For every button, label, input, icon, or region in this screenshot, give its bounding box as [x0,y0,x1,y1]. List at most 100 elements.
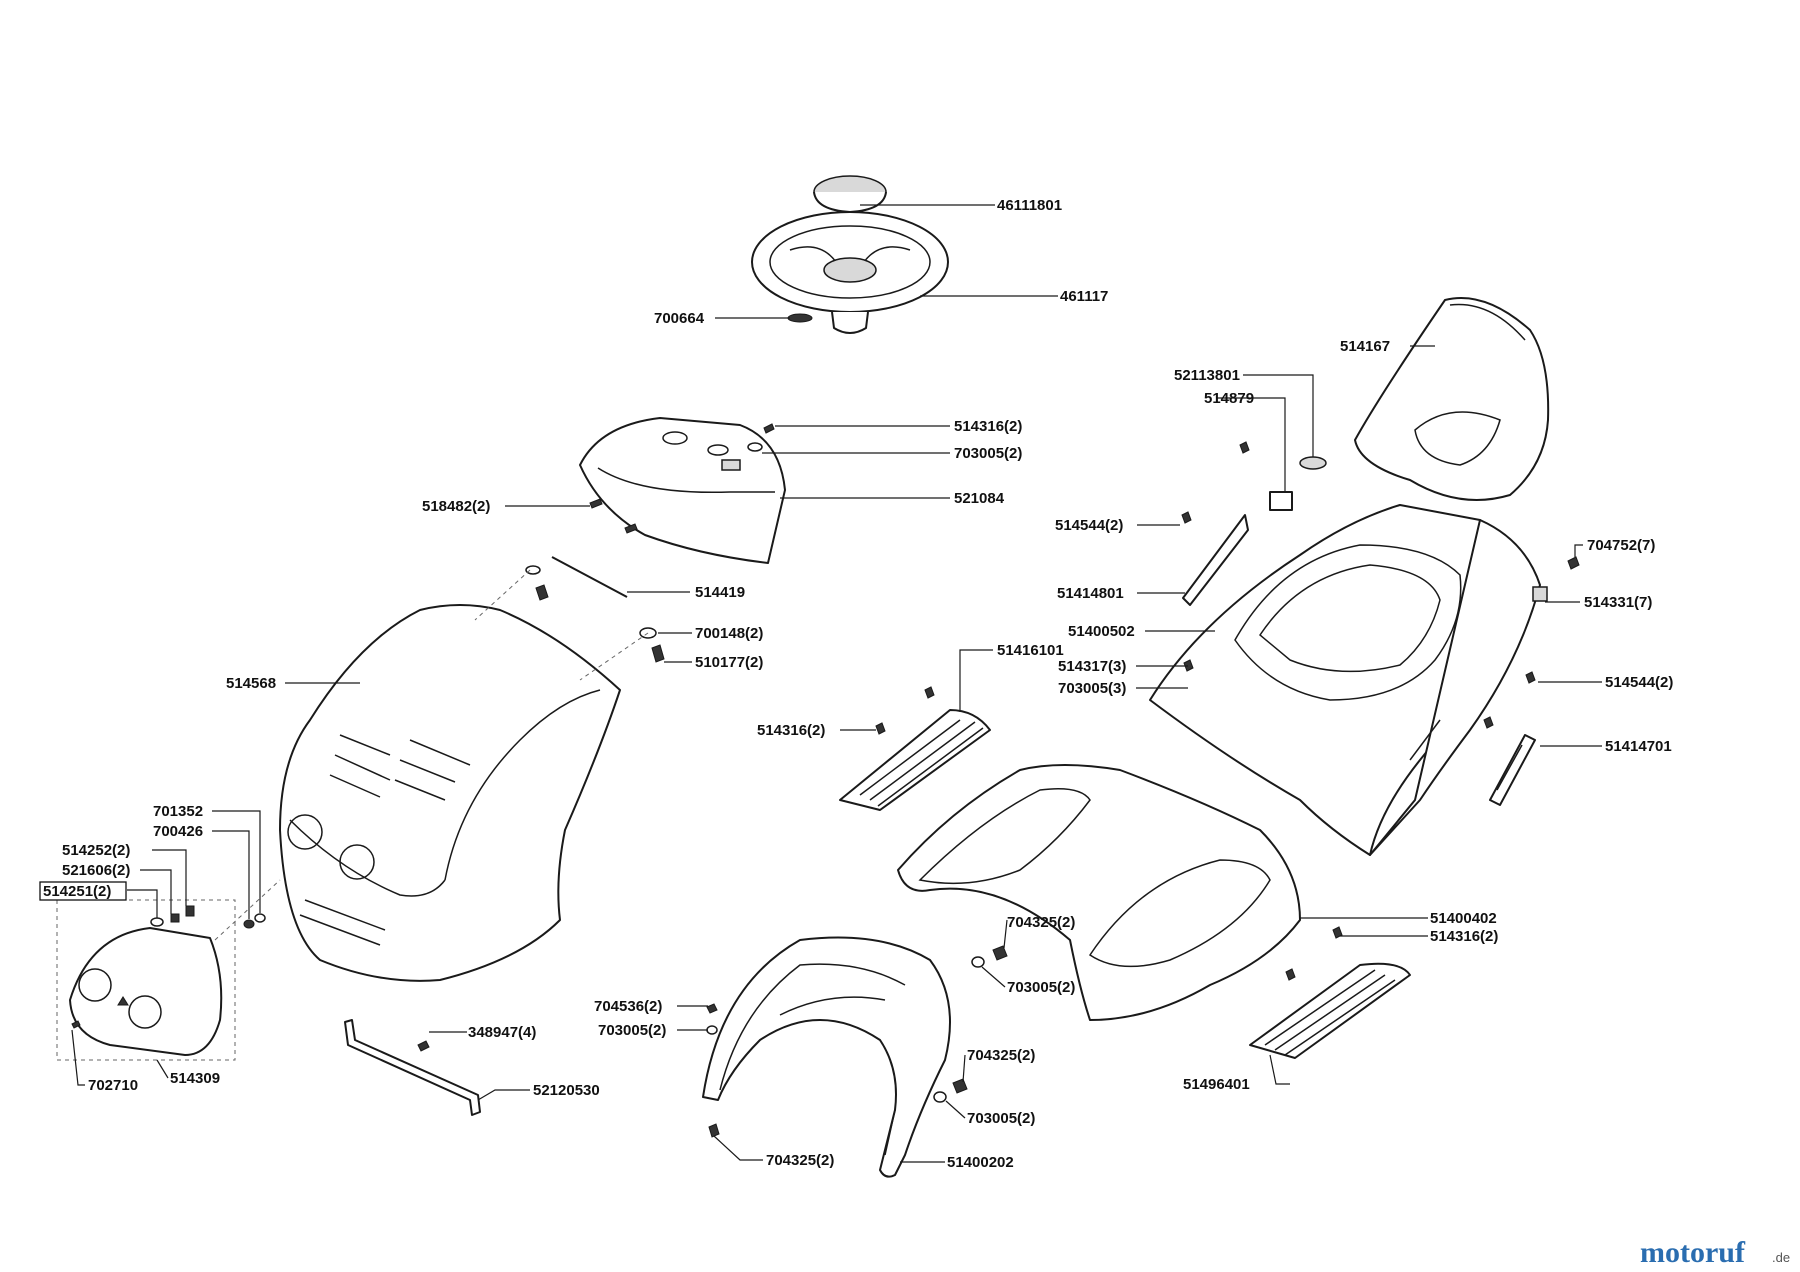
washer-703005-e [933,1091,947,1103]
seat [1354,297,1550,501]
trim-51414801 [1182,514,1249,606]
screw-514316-top [763,423,775,434]
trim-51414701 [1489,734,1536,806]
screw-702710 [71,1020,81,1029]
screw-704752 [1567,556,1580,570]
label-51400202: 51400202 [947,1154,1014,1171]
label-514316-right: 514316(2) [1430,928,1498,945]
label-704325-c: 704325(2) [766,1152,834,1169]
socket-521606 [170,913,180,923]
label-703005-c: 703005(2) [1007,979,1075,996]
label-703005-mid: 703005(3) [1058,680,1126,697]
bolt-704325-b [952,1078,968,1094]
label-514419: 514419 [695,584,745,601]
label-700664: 700664 [654,310,705,327]
lens-52113801 [1299,456,1327,470]
label-461117: 461117 [1060,288,1108,305]
label-52113801: 52113801 [1174,367,1240,384]
screw-514317 [1183,659,1194,672]
label-51496401: 51496401 [1183,1076,1250,1093]
screw-348947 [417,1040,430,1052]
label-514251-box [39,881,127,901]
rear-body [1149,504,1541,856]
screw-514316-fp2 [875,722,886,735]
watermark-suffix: .de [1772,1250,1790,1265]
screw-514316-right2 [1285,968,1296,981]
steering-wheel [751,211,949,334]
label-514544-right: 514544(2) [1605,674,1673,691]
front-panel [702,936,951,1178]
washer-703005-c [971,956,985,968]
label-348947: 348947(4) [468,1024,536,1041]
label-51416101: 51416101 [997,642,1064,659]
label-514252: 514252(2) [62,842,130,859]
label-701352: 701352 [153,803,203,820]
label-704752: 704752(7) [1587,537,1655,554]
screw-514316-fp [924,686,935,699]
clip-514331 [1532,586,1548,602]
label-52120530: 52120530 [533,1082,600,1099]
headlight-unit [69,927,223,1056]
screw-514316-right [1332,926,1343,939]
label-521606: 521606(2) [62,862,130,879]
label-700148: 700148(2) [695,625,763,642]
washer-703005-top [747,442,763,452]
screw-514544-low [1483,716,1494,729]
label-46111801: 46111801 [997,197,1062,214]
nut-704536 [706,1003,718,1014]
bolt-510177-left [535,584,549,601]
bracket-52120530 [344,1019,481,1116]
label-514309: 514309 [170,1070,220,1087]
nut-700426 [243,919,255,929]
bulb-514251 [150,917,164,927]
floor-pan [897,764,1301,1021]
screw-518482-a [589,498,603,509]
label-514316-fp: 514316(2) [757,722,825,739]
label-51400502: 51400502 [1068,623,1135,640]
screw-514544-top [1239,441,1250,454]
hood [279,604,621,982]
washer-701352 [254,913,266,923]
switch-514879 [1269,491,1293,511]
part-number-labels: 46111801 461117 700664 514167 52113801 5… [39,197,1673,1171]
label-514331: 514331(7) [1584,594,1652,611]
bolt-704325-a [992,945,1008,961]
label-703005-e: 703005(2) [967,1110,1035,1127]
screw-518482-b [624,523,638,534]
steering-pin [787,313,813,323]
dash-cover [579,417,786,564]
washer-700148 [639,627,657,639]
washer-703005-d [706,1025,718,1035]
bolt-510177 [651,644,665,663]
label-703005-top: 703005(2) [954,445,1022,462]
label-514879: 514879 [1204,390,1254,407]
screw-514544-right [1525,671,1536,684]
label-51414801: 51414801 [1057,585,1124,602]
clip-514252 [185,905,195,917]
watermark-brand: motoruf [1640,1236,1746,1269]
label-521084: 521084 [954,490,1005,507]
label-518482: 518482(2) [422,498,490,515]
footplate-right [1249,962,1411,1059]
rod-514419 [551,556,628,598]
label-702710: 702710 [88,1077,138,1094]
motoruf-watermark: motoruf .de [1640,1236,1790,1269]
label-51414701: 51414701 [1605,738,1672,755]
label-704536: 704536(2) [594,998,662,1015]
footplate-left [839,709,991,811]
label-510177: 510177(2) [695,654,763,671]
label-700426: 700426 [153,823,203,840]
label-514568: 514568 [226,675,276,692]
label-514316-top: 514316(2) [954,418,1022,435]
label-514251: 514251(2) [43,883,111,900]
label-514317: 514317(3) [1058,658,1126,675]
bolt-704325-c [708,1123,720,1138]
label-704325-a: 704325(2) [1007,914,1075,931]
label-704325-b: 704325(2) [967,1047,1035,1064]
steering-wheel-cap [813,175,887,213]
label-514544-top: 514544(2) [1055,517,1123,534]
label-703005-d: 703005(2) [598,1022,666,1039]
washer-700148-left [525,565,541,575]
label-514167: 514167 [1340,338,1390,355]
